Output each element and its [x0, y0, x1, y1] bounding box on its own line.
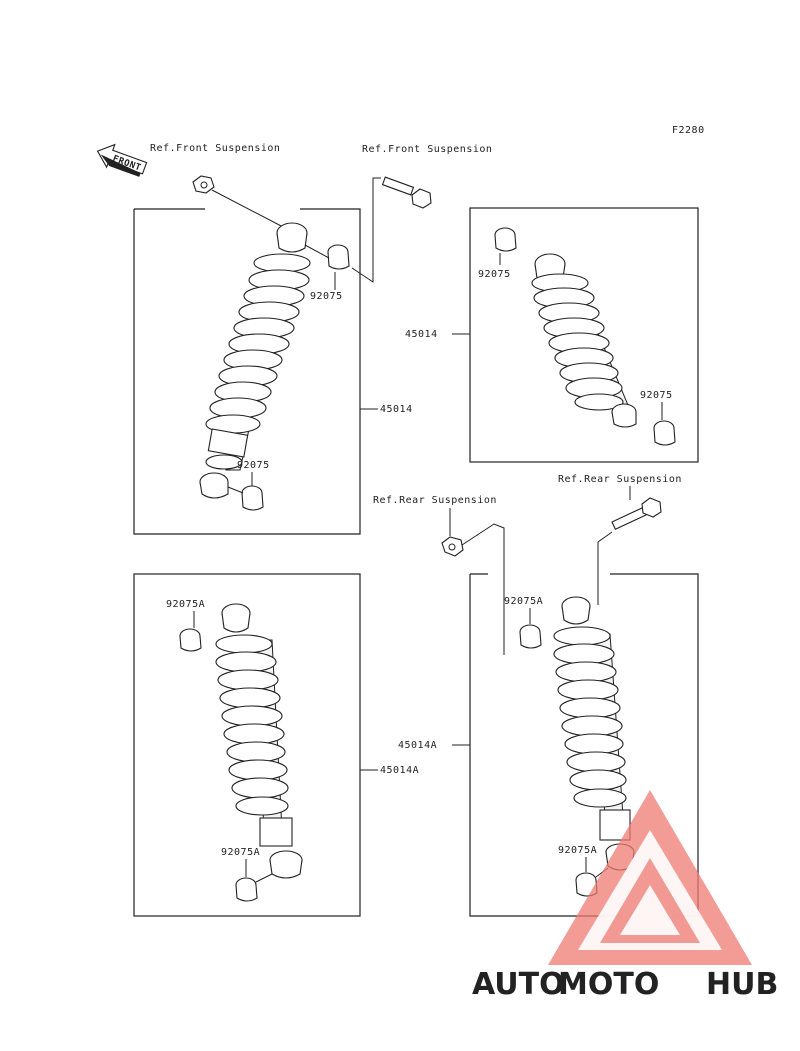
watermark-text-moto: MOTO — [558, 967, 659, 1002]
bush-92075-bottom-front-right — [653, 420, 676, 446]
watermark-text-hub: HUB — [706, 967, 778, 1002]
label-p3-bush-top: 92075A — [166, 599, 205, 610]
rear-reference-hardware — [441, 486, 662, 655]
watermark-logo: AUTO MOTO HUB — [472, 790, 778, 1002]
bush-92075-top-front — [327, 244, 350, 270]
top-nut — [192, 175, 215, 194]
bush-92075a-top-rear-right — [519, 624, 542, 649]
ref-front-suspension-label-1: Ref.Front Suspension — [150, 143, 280, 154]
ref-front-suspension-label-2: Ref.Front Suspension — [362, 144, 492, 155]
label-p2-shock: 45014 — [405, 329, 438, 340]
bush-92075-top-front-right — [494, 227, 517, 252]
figure-id: F2280 — [672, 125, 705, 136]
label-p1-bush-bottom: 92075 — [237, 460, 270, 471]
bush-92075-bottom-front — [227, 485, 264, 511]
label-p4-shock: 45014A — [398, 740, 437, 751]
top-bolt — [381, 176, 432, 209]
shock-absorber-45014-front-right — [531, 253, 637, 428]
shock-absorber-45014-front — [199, 222, 311, 499]
watermark-text-auto: AUTO — [472, 967, 565, 1002]
label-p1-bush-top: 92075 — [310, 291, 343, 302]
label-p4-bush-top: 92075A — [504, 596, 543, 607]
bush-92075a-top-rear — [179, 628, 202, 652]
label-p3-bush-bottom: 92075A — [221, 847, 260, 858]
ref-rear-suspension-label-2: Ref.Rear Suspension — [558, 474, 682, 485]
label-p2-bush-top: 92075 — [478, 269, 511, 280]
panel-rear-left: 92075A 92075A 45014A — [133, 573, 419, 917]
label-p1-shock: 45014 — [380, 404, 413, 415]
label-p3-shock: 45014A — [380, 765, 419, 776]
panel-front-left: 92075 92075 45014 — [133, 175, 432, 535]
bush-92075a-bottom-rear — [235, 873, 273, 902]
label-p2-bush-bottom: 92075 — [640, 390, 673, 401]
panel-front-right: 92075 92075 45014 — [405, 207, 699, 463]
watermark-triangle-icon — [548, 790, 752, 965]
front-arrow-icon: FRONT — [96, 143, 148, 177]
ref-rear-suspension-label-1: Ref.Rear Suspension — [373, 495, 497, 506]
label-p4-bush-bottom: 92075A — [558, 845, 597, 856]
shock-absorber-45014a-rear-right — [553, 596, 635, 871]
shock-absorber-45014a-rear — [215, 603, 303, 879]
